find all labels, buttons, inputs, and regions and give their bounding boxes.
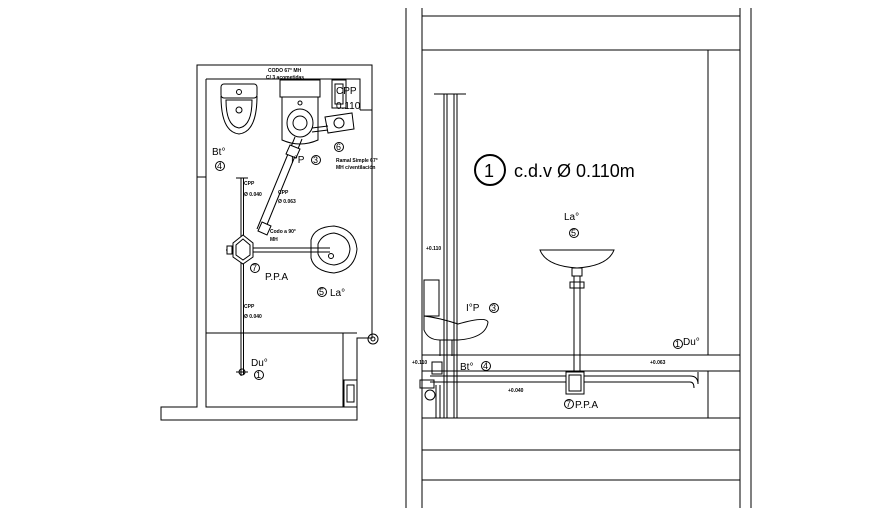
du-label: Du° <box>251 358 268 369</box>
bt-section-num: 4 <box>483 361 488 371</box>
cpp-num-circle <box>334 142 344 152</box>
du-section-num-circle <box>673 339 683 349</box>
cpp-box-inner <box>334 83 344 105</box>
la-num-circle <box>317 287 327 297</box>
bidet-fixture <box>220 83 258 135</box>
diagonal-drain-pipe <box>256 136 303 236</box>
ip-section-num-circle <box>489 303 499 313</box>
bt-section-num-circle <box>481 361 491 371</box>
codo-label-line2: C/ 3 acometidas <box>266 75 304 81</box>
ppa-num-circle <box>250 263 260 273</box>
section-view: 1 c.d.v Ø 0.110m La° 5 I°P 3 <box>405 8 752 508</box>
cpp-box <box>331 79 347 109</box>
horizontal-drain <box>430 371 699 395</box>
du-num-circle <box>254 370 264 380</box>
codo-small-line2: MH <box>270 237 278 243</box>
du-num: 1 <box>256 370 261 380</box>
la-section-num: 5 <box>571 228 576 238</box>
cpp-dim-label: 0.110 <box>336 101 361 112</box>
ppa-label: P.P.A <box>265 272 288 283</box>
elev-left-label: +0.110 <box>426 246 441 252</box>
plan-wall-circle <box>367 333 379 345</box>
elev-mid-label: +0.040 <box>508 388 524 394</box>
codo-label-line1: CODO 67° MH <box>268 68 302 74</box>
la-num: 5 <box>319 287 324 297</box>
ip-section-num: 3 <box>491 303 496 313</box>
left-fittings <box>419 361 443 418</box>
cpp-diag-label: CPP <box>278 190 289 196</box>
bt-num-circle <box>215 161 225 171</box>
la-section-num-circle <box>569 228 579 238</box>
title-num-circle <box>474 154 506 186</box>
section-title: c.d.v Ø 0.110m <box>514 161 635 181</box>
ppa-num: 7 <box>252 263 257 273</box>
toilet-section <box>423 279 489 356</box>
vertical-branch-pipe <box>236 177 248 375</box>
bt-label: Bt° <box>212 147 225 158</box>
plan-outer-wall <box>160 64 373 421</box>
elev-left2-label: +0.110 <box>412 360 427 366</box>
elev-right-label: +0.063 <box>650 360 666 366</box>
la-label: La° <box>330 288 345 299</box>
du-section-num: 1 <box>675 339 680 349</box>
cpp-low-dim: Ø 0.040 <box>244 314 262 320</box>
bt-num: 4 <box>217 161 222 171</box>
ppa-hub <box>226 234 330 265</box>
ppa-section-num: 7 <box>566 399 571 409</box>
cpp-num: 6 <box>336 142 341 152</box>
ip-num-circle <box>311 155 321 165</box>
cpp-diag-dim: Ø 0.063 <box>278 199 296 205</box>
du-section-label: Du° <box>683 337 700 348</box>
toilet-fixture <box>279 79 321 145</box>
ip-label: I°P <box>291 155 305 166</box>
cpp-low-label: CPP <box>244 304 255 310</box>
plan-pilaster-inner <box>346 384 355 403</box>
plan-view: CODO 67° MH C/ 3 acometidas CPP 0.110 Bt… <box>160 64 379 421</box>
plan-pilaster <box>343 379 358 408</box>
sink-plan <box>310 225 358 274</box>
shower-drain <box>238 368 246 376</box>
cpp-left-label: CPP <box>244 181 255 187</box>
la-section-label: La° <box>564 212 579 223</box>
plan-wall-circle-inner <box>370 336 376 342</box>
cpp-label: CPP <box>336 86 357 97</box>
plan-inner-wall <box>196 65 361 408</box>
ramal-label-line2: MH c/ventilación <box>336 165 375 171</box>
cpp-fitting <box>311 112 355 134</box>
cpp-left-dim: Ø 0.040 <box>244 192 262 198</box>
ppa-section-label: P.P.A <box>575 400 598 411</box>
ip-section-label: I°P <box>466 303 480 314</box>
ip-num: 3 <box>313 155 318 165</box>
title-num: 1 <box>484 161 494 181</box>
ramal-label-line1: Ramal Simple 67° <box>336 158 378 164</box>
ppa-section-num-circle <box>564 399 574 409</box>
codo-small-line1: Codo a 90° <box>270 229 296 235</box>
bt-section-label: Bt° <box>460 362 473 373</box>
vent-stack <box>434 93 466 418</box>
sink-section <box>539 249 615 372</box>
